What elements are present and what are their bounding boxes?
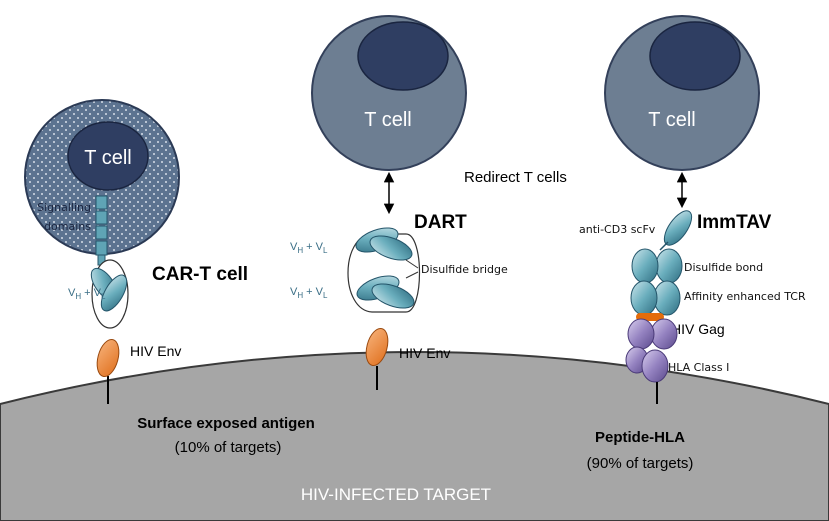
- dart-nucleus: [357, 21, 449, 91]
- dart-cell-label: T cell: [364, 109, 411, 131]
- dart-title: DART: [414, 212, 467, 233]
- dart-group: T cell DART VH + VL VH + VL Disulfide br…: [290, 15, 508, 390]
- immtav-tcr-label: Affinity enhanced TCR: [684, 290, 806, 303]
- hiv-gag-label: HIV Gag: [671, 321, 725, 337]
- target-cell-membrane: [0, 351, 829, 521]
- redirect-label: Redirect T cells: [464, 169, 567, 186]
- dart-disulfide-label: Disulfide bridge: [421, 263, 508, 276]
- dart-molecule-icon: [347, 227, 420, 313]
- signalling-domains-icon: [95, 195, 108, 266]
- dart-vh-vl-top: VH + VL: [290, 241, 328, 255]
- surface-antigen-title: Surface exposed antigen: [137, 415, 315, 432]
- car-t-nucleus: [67, 121, 149, 191]
- immtav-scfv-icon: [663, 210, 693, 246]
- dart-env-protein-icon: [365, 327, 389, 367]
- target-label: HIV-INFECTED TARGET: [301, 485, 491, 504]
- immtav-scfv-link: [659, 241, 669, 251]
- hla-class-i-icon: [625, 318, 678, 383]
- surface-antigen-pct: (10% of targets): [175, 439, 282, 456]
- dart-vh-vl-bottom: VH + VL: [290, 286, 328, 300]
- dart-env-label: HIV Env: [399, 345, 450, 361]
- immtav-scfv-label: anti-CD3 scFv: [579, 223, 656, 236]
- domains-label: domains: [44, 220, 91, 233]
- peptide-hla-title: Peptide-HLA: [595, 429, 685, 446]
- immtav-disulfide-label: Disulfide bond: [684, 261, 763, 274]
- immtav-group: T cell ImmTAV anti-CD3 scFv Disulfide bo…: [579, 15, 806, 404]
- immtav-tcr-icon: [630, 248, 683, 316]
- signalling-label: Signalling: [37, 201, 91, 214]
- car-t-title: CAR-T cell: [152, 264, 248, 285]
- immtav-title: ImmTAV: [697, 212, 772, 233]
- hla-class-i-label: HLA Class I: [668, 361, 729, 374]
- car-env-label: HIV Env: [130, 343, 181, 359]
- peptide-hla-pct: (90% of targets): [587, 455, 694, 472]
- car-t-cell-label: T cell: [84, 147, 131, 169]
- immtav-cell-label: T cell: [648, 109, 695, 131]
- car-t-group: T cell Signalling domains VH + VL CAR-T …: [24, 99, 248, 404]
- immtav-nucleus: [649, 21, 741, 91]
- car-vh-vl: VH + VL: [68, 287, 106, 301]
- car-scfv-icon: [90, 259, 129, 329]
- car-env-protein-icon: [96, 338, 120, 378]
